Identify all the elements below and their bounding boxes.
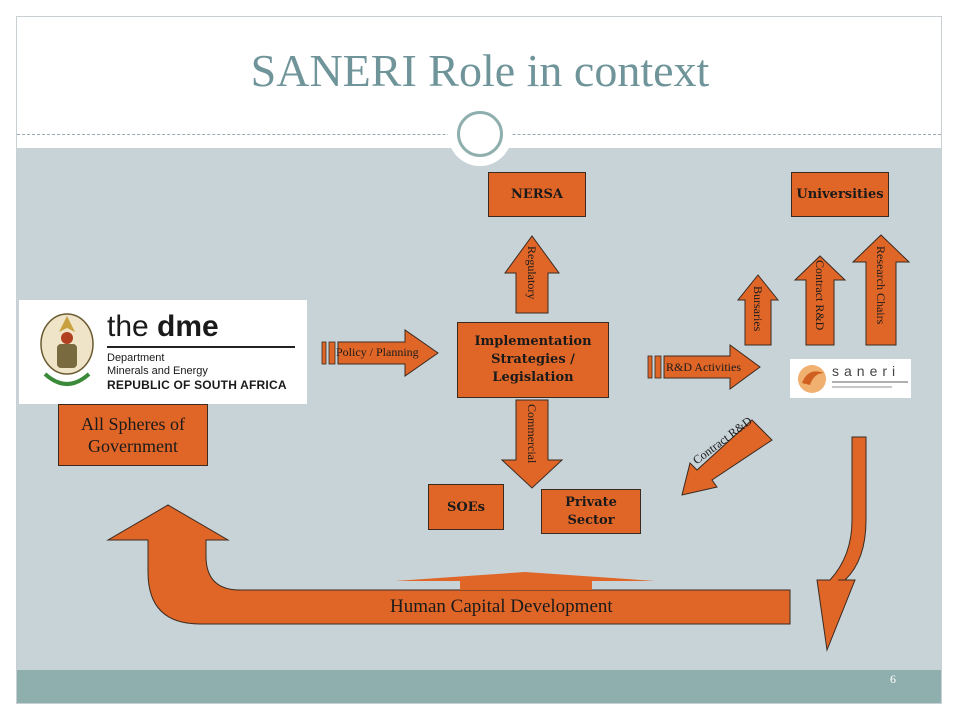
- contract-rd-diag-arrow: [681, 419, 773, 496]
- title-ring-ornament: [448, 102, 512, 166]
- policy-dash-1: [321, 341, 327, 365]
- contract-rd-up-label: Contract R&D: [813, 260, 827, 331]
- saneri-swirl-icon: [798, 365, 826, 393]
- coat-of-arms-icon: [40, 313, 94, 386]
- soes-box: SOEs: [428, 484, 504, 530]
- regulatory-label: Regulatory: [525, 246, 539, 300]
- nersa-box: NERSA: [488, 172, 586, 217]
- policy-planning-arrow: [337, 329, 439, 377]
- dme-line-3: REPUBLIC OF SOUTH AFRICA: [107, 378, 287, 392]
- commercial-arrow: [500, 399, 564, 489]
- implementation-box: Implementation Strategies / Legislation: [457, 322, 609, 398]
- dme-line-2: Minerals and Energy: [107, 365, 208, 377]
- contract-rd-up-arrow: [793, 255, 847, 346]
- bursaries-arrow: [736, 274, 780, 346]
- dme-line-1: Department: [107, 352, 165, 364]
- dme-brand-prefix: the: [107, 310, 158, 343]
- private-sector-box: Private Sector: [541, 489, 641, 534]
- research-chairs-arrow: [851, 234, 911, 346]
- all-spheres-box: All Spheres of Government: [58, 404, 208, 466]
- saneri-wordmark: saneri: [832, 363, 901, 379]
- footer-bar: [17, 670, 941, 703]
- rd-activities-arrow: [663, 344, 761, 390]
- page-number: 6: [890, 672, 896, 686]
- dme-brand-bold: dme: [157, 310, 219, 343]
- regulatory-arrow: [504, 235, 560, 314]
- universities-box: Universities: [791, 172, 889, 217]
- slide-frame: [16, 16, 942, 704]
- slide-title: SANERI Role in context: [250, 45, 710, 96]
- return-curve-arrow: [816, 436, 867, 652]
- policy-planning-label: Policy / Planning: [336, 345, 419, 359]
- policy-dash-2: [328, 341, 336, 365]
- bursaries-label: Bursaries: [751, 286, 765, 332]
- dme-logo: the dme Department Minerals and Energy R…: [19, 300, 307, 404]
- rd-dash-2: [654, 355, 662, 379]
- human-capital-rise: [395, 572, 655, 590]
- saneri-logo: saneri: [790, 359, 911, 398]
- human-capital-arrow: [106, 504, 791, 625]
- rd-dash-1: [647, 355, 653, 379]
- commercial-label: Commercial: [525, 404, 539, 464]
- research-chairs-label: Research Chairs: [874, 246, 888, 325]
- rd-activities-label: R&D Activities: [666, 360, 741, 374]
- human-capital-label: Human Capital Development: [390, 596, 613, 617]
